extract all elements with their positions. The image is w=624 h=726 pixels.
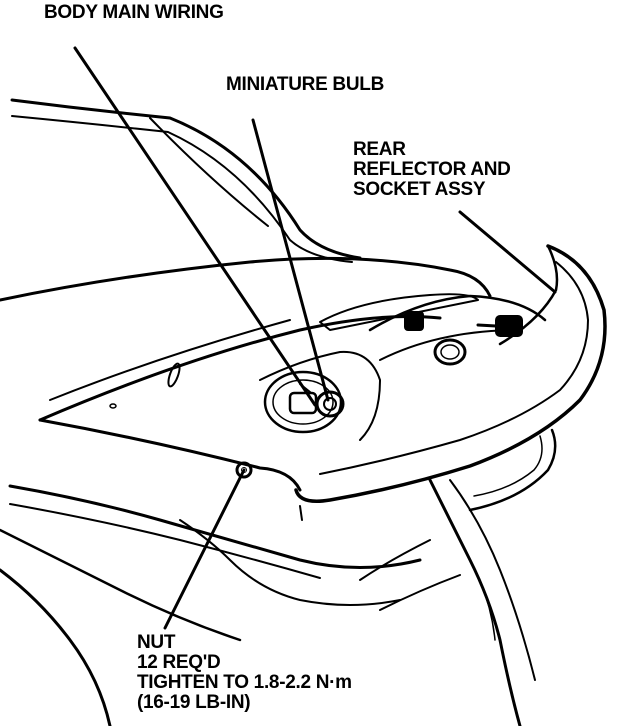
rear-reflector-assembly bbox=[294, 244, 607, 521]
leader-line-rear-reflector bbox=[458, 210, 557, 294]
callout-line: REFLECTOR AND bbox=[353, 159, 511, 180]
leader-line-miniature-bulb bbox=[251, 118, 330, 402]
callout-miniature-bulb: MINIATURE BULB bbox=[226, 75, 384, 95]
rear-panel bbox=[38, 294, 547, 492]
leader-lines bbox=[73, 46, 557, 630]
callout-line: NUT bbox=[137, 632, 176, 653]
rear-window-outline bbox=[10, 98, 362, 263]
callout-nut: NUT 12 REQ'D TIGHTEN TO 1.8-2.2 N·m (16-… bbox=[137, 633, 352, 713]
callout-line: SOCKET ASSY bbox=[353, 179, 486, 200]
callout-line: TIGHTEN TO 1.8-2.2 N·m bbox=[137, 672, 352, 693]
callout-line: (16-19 LB-IN) bbox=[137, 692, 251, 713]
lower-body bbox=[0, 478, 536, 726]
deck-lid bbox=[0, 256, 492, 422]
leader-line-nut bbox=[163, 468, 246, 630]
callout-line: 12 REQ'D bbox=[137, 652, 221, 673]
callout-line: BODY MAIN WIRING bbox=[44, 2, 224, 23]
leader-line-body-main-wiring bbox=[73, 46, 317, 407]
miniature-bulb-socket bbox=[288, 383, 345, 418]
callout-line: REAR bbox=[353, 139, 406, 160]
callout-body-main-wiring: BODY MAIN WIRING bbox=[44, 3, 224, 23]
callout-rear-reflector-socket-assy: REAR REFLECTOR AND SOCKET ASSY bbox=[353, 140, 511, 200]
callout-line: MINIATURE BULB bbox=[226, 74, 384, 95]
reflector-socket bbox=[404, 311, 523, 337]
